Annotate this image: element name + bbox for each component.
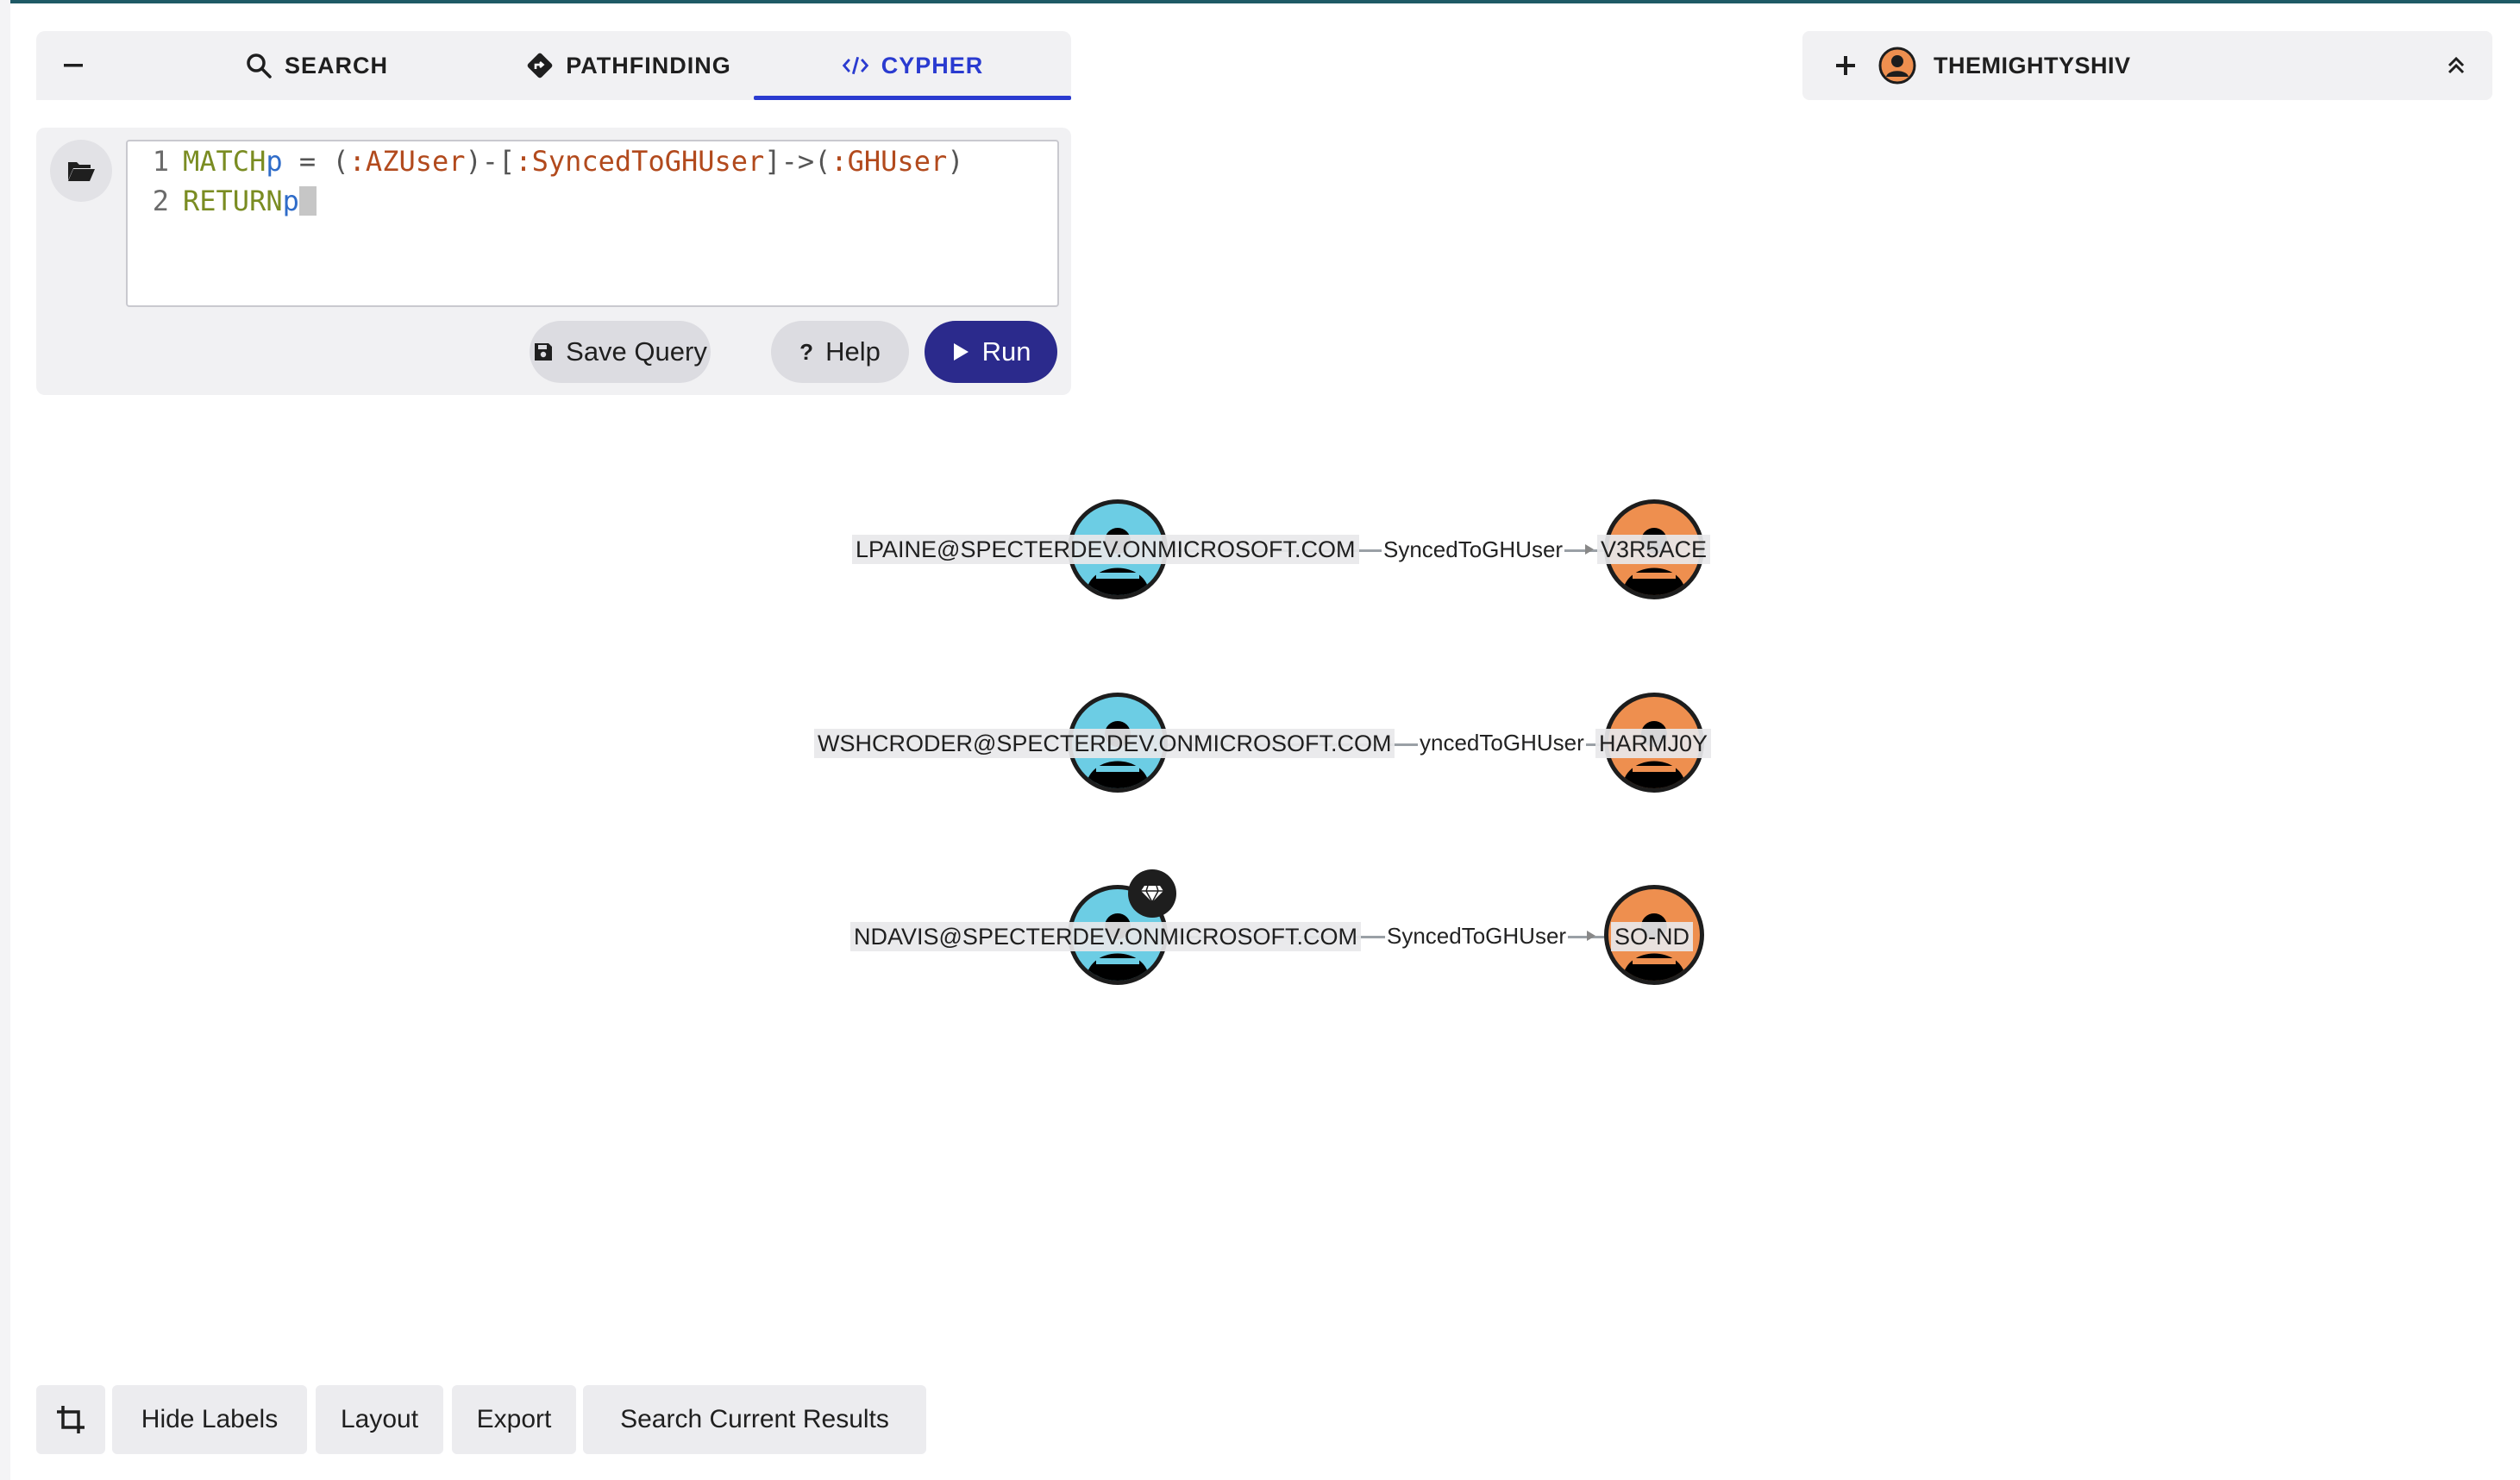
variable-p: p	[282, 185, 299, 217]
crop-icon	[57, 1406, 85, 1433]
save-query-label: Save Query	[566, 336, 707, 367]
tab-cypher[interactable]: CYPHER	[754, 31, 1071, 100]
node-label[interactable]: LPAINE@SPECTERDEV.ONMICROSOFT.COM	[852, 535, 1359, 564]
node-label[interactable]: HARMJ0Y	[1595, 729, 1712, 758]
folder-open-icon	[68, 162, 95, 181]
text-cursor	[298, 186, 317, 216]
code-symbol: )-[	[465, 145, 516, 178]
line-number: 2	[152, 185, 169, 217]
code-symbol: = (	[282, 145, 349, 178]
top-accent-strip	[0, 0, 2520, 3]
help-label: Help	[825, 336, 881, 367]
run-label: Run	[981, 336, 1031, 367]
saved-queries-button[interactable]	[50, 140, 112, 202]
collapse-user-panel-button[interactable]	[2439, 48, 2473, 83]
plus-icon	[1836, 56, 1855, 75]
arrow-head	[1585, 544, 1594, 555]
cypher-panel: 1 MATCH p = (:AZUser)-[:SyncedToGHUser]->…	[36, 128, 1071, 395]
code-icon	[842, 52, 869, 79]
minus-icon	[64, 64, 83, 67]
edge-label[interactable]: SyncedToGHUser	[1382, 536, 1565, 563]
code-line-2: 2 RETURN p	[128, 181, 317, 221]
code-symbol: )	[947, 145, 964, 178]
node-label[interactable]: SO-ND	[1611, 922, 1693, 951]
user-name: THEMIGHTYSHIV	[1934, 52, 2131, 78]
user-avatar-icon	[1878, 47, 1916, 85]
tab-search-label: SEARCH	[284, 52, 388, 78]
export-button[interactable]: Export	[452, 1385, 576, 1454]
collapse-panel-button[interactable]	[36, 31, 110, 100]
edge-label[interactable]: SyncedToGHUser	[1385, 922, 1569, 950]
tab-pathfinding-label: PATHFINDING	[566, 52, 731, 78]
tab-search[interactable]: SEARCH	[166, 31, 467, 100]
node-label[interactable]: V3R5ACE	[1597, 535, 1711, 564]
tab-pathfinding[interactable]: PATHFINDING	[467, 31, 790, 100]
keyword-return: RETURN	[183, 185, 283, 217]
owned-badge	[1128, 869, 1176, 918]
code-line-1: 1 MATCH p = (:AZUser)-[:SyncedToGHUser]->…	[128, 141, 964, 181]
double-chevron-up-icon	[2448, 56, 2465, 74]
avatar	[1878, 47, 1916, 85]
route-diamond-icon	[526, 52, 554, 79]
code-symbol: ]->(	[764, 145, 831, 178]
label-syncedtoghuser: :SyncedToGHUser	[515, 145, 765, 178]
edge-label[interactable]: yncedToGHUser	[1418, 729, 1586, 756]
play-icon	[951, 342, 970, 362]
gem-icon	[1141, 885, 1163, 903]
hide-labels-button[interactable]: Hide Labels	[112, 1385, 307, 1454]
layout-button[interactable]: Layout	[316, 1385, 443, 1454]
line-number: 1	[152, 145, 169, 178]
keyword-match: MATCH	[183, 145, 266, 178]
help-button[interactable]: ? Help	[771, 321, 909, 383]
save-query-button[interactable]: Save Query	[530, 321, 711, 383]
variable-p: p	[266, 145, 283, 178]
node-label[interactable]: WSHCRODER@SPECTERDEV.ONMICROSOFT.COM	[814, 729, 1395, 758]
label-azuser: :AZUser	[348, 145, 466, 178]
search-icon	[245, 52, 273, 79]
question-mark-icon: ?	[799, 338, 814, 365]
label-ghuser: :GHUser	[831, 145, 948, 178]
user-panel: THEMIGHTYSHIV	[1802, 31, 2492, 100]
left-edge	[0, 0, 10, 1480]
save-icon	[533, 342, 554, 362]
arrow-head	[1587, 931, 1595, 941]
cypher-editor[interactable]: 1 MATCH p = (:AZUser)-[:SyncedToGHUser]->…	[126, 140, 1059, 307]
add-button[interactable]	[1828, 48, 1863, 83]
tab-cypher-label: CYPHER	[881, 52, 984, 78]
node-label[interactable]: NDAVIS@SPECTERDEV.ONMICROSOFT.COM	[850, 922, 1361, 951]
fit-to-screen-button[interactable]	[36, 1385, 105, 1454]
explore-tabs: SEARCH PATHFINDING CYPHER	[36, 31, 1071, 100]
search-current-results-button[interactable]: Search Current Results	[583, 1385, 926, 1454]
run-button[interactable]: Run	[925, 321, 1057, 383]
